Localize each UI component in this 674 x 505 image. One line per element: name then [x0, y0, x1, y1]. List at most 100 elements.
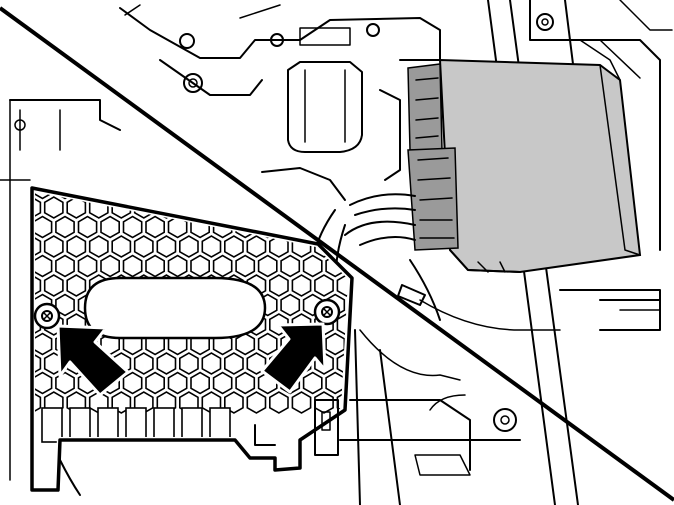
hex-cell [336, 196, 348, 219]
hex-cell [325, 332, 346, 356]
hex-cell [88, 235, 109, 258]
hex-cell [268, 274, 289, 297]
hex-cell [66, 235, 87, 258]
vent-slot [209, 407, 231, 443]
hex-cell [55, 215, 75, 239]
screw-icon-right [313, 298, 341, 326]
hex-cell [77, 192, 98, 200]
vent-slot [97, 407, 119, 443]
hex-cell [35, 274, 42, 297]
hex-cell [11, 217, 29, 238]
up-left-arrow-icon [56, 324, 130, 397]
hex-cell [11, 334, 29, 355]
hex-cell [201, 196, 222, 219]
hex-cell [302, 192, 323, 200]
hex-cell [268, 391, 289, 414]
hex-cell [314, 274, 334, 297]
hex-cell [291, 196, 312, 219]
lower-detail-view [0, 99, 521, 505]
hex-cell [325, 371, 346, 395]
vent-slot [41, 407, 63, 443]
hex-cell [179, 352, 199, 375]
hex-cell [280, 254, 301, 278]
hex-cell [35, 391, 42, 414]
center-slot [83, 276, 267, 340]
hex-cell [167, 371, 188, 395]
hex-cell [111, 235, 132, 258]
hex-cell [133, 352, 154, 375]
hex-cell [257, 332, 278, 356]
hex-cell [133, 235, 154, 258]
lower-bolt [493, 408, 517, 432]
hex-cell [201, 352, 222, 375]
hex-cell [122, 371, 143, 395]
vent-slot [153, 407, 175, 443]
control-module [407, 58, 642, 274]
hex-cell [122, 254, 143, 278]
hex-cell [257, 254, 278, 278]
hex-cell [77, 254, 98, 278]
hex-cell [224, 352, 244, 375]
hex-cell [280, 192, 301, 200]
hex-cell [100, 215, 120, 239]
hex-cell [190, 371, 210, 395]
hex-cell [77, 215, 98, 239]
hex-cell [122, 215, 143, 239]
vent-slot [181, 407, 203, 443]
hex-cell [100, 254, 120, 278]
hex-cell [167, 192, 188, 200]
vent-slot [125, 407, 147, 443]
hex-cell [11, 295, 29, 316]
hex-cell [179, 235, 199, 258]
hex-cell [35, 332, 53, 356]
top-right-bracket [529, 0, 661, 251]
bracket-bolt-left [183, 73, 203, 93]
hex-cell [66, 274, 87, 297]
hex-cell [43, 235, 64, 258]
hex-cell [11, 256, 29, 277]
screw-icon-left [33, 302, 61, 330]
hex-cell [35, 235, 42, 258]
up-right-arrow-icon [260, 322, 327, 394]
hex-cell [55, 371, 75, 395]
hex-cell [179, 196, 199, 219]
hex-cell [100, 192, 120, 200]
hex-cell [11, 373, 29, 394]
hex-cell [235, 254, 256, 278]
hex-cell [246, 391, 267, 414]
hex-cell [145, 371, 165, 395]
hex-cell [35, 196, 42, 219]
hex-cell [224, 235, 244, 258]
hex-cell [201, 235, 222, 258]
hex-cell [212, 192, 233, 200]
hex-cell [35, 254, 53, 278]
hex-cell [167, 254, 188, 278]
hex-cell [291, 391, 312, 414]
hex-cell [156, 352, 177, 375]
hex-cell [145, 192, 165, 200]
section-cut-line [0, 6, 674, 502]
hex-cell [280, 293, 301, 317]
hex-cell [156, 235, 177, 258]
vent-slot [69, 407, 91, 443]
hex-cell [35, 371, 53, 395]
hex-cell [145, 215, 165, 239]
hex-cell [212, 371, 233, 395]
hex-cell [235, 371, 256, 395]
hex-cell [35, 215, 53, 239]
hex-cell [122, 192, 143, 200]
retaining-clip [287, 61, 363, 153]
hex-cell [212, 254, 233, 278]
hex-cell [55, 254, 75, 278]
hex-cell [43, 274, 64, 297]
hex-cell [224, 196, 244, 219]
hex-cell [43, 196, 64, 219]
hex-cell [314, 391, 334, 414]
hex-cell [314, 196, 334, 219]
hex-cell [302, 254, 323, 278]
hex-cell [145, 254, 165, 278]
hex-cell [35, 352, 42, 375]
hex-cell [257, 192, 278, 200]
